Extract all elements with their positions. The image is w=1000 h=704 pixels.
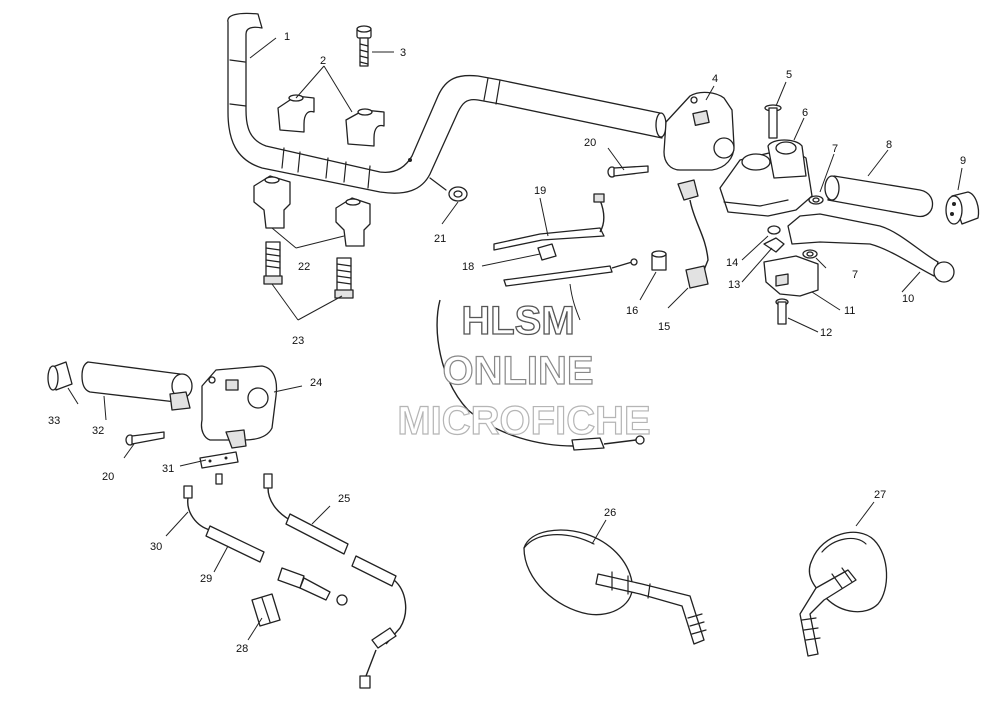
bracket-plate (199, 451, 239, 469)
callout-23: 23 (292, 335, 304, 347)
right-grip (824, 175, 934, 218)
pivot-pin (764, 104, 782, 139)
cable-bracket (537, 243, 557, 261)
housing-screw-right (607, 165, 649, 178)
clutch-cable (436, 258, 645, 451)
callout-27: 27 (874, 489, 886, 501)
left-bar-end (47, 361, 73, 391)
watermark-line-2: ONLINE (442, 349, 593, 393)
callout-21: 21 (434, 233, 446, 245)
risers (253, 175, 371, 247)
cable-adjuster (277, 555, 407, 689)
callout-5: 5 (786, 69, 792, 81)
callout-13: 13 (728, 279, 740, 291)
callout-20-upper: 20 (584, 137, 596, 149)
bar-end (945, 191, 980, 225)
callout-24: 24 (310, 377, 322, 389)
clamp-screw (775, 298, 789, 325)
left-grip (81, 361, 193, 411)
callout-10: 10 (902, 293, 914, 305)
callout-3: 3 (400, 47, 406, 59)
upper-clamps (277, 94, 385, 147)
brake-lever (787, 213, 955, 283)
callout-22: 22 (298, 261, 310, 273)
callout-14: 14 (726, 257, 738, 269)
callout-11: 11 (844, 305, 855, 317)
perch-clamp (763, 255, 819, 297)
leader-lines (67, 37, 963, 641)
clamp-bolt-top (356, 25, 372, 67)
callout-8: 8 (886, 139, 892, 151)
callout-15: 15 (658, 321, 670, 333)
right-switch-housing (663, 91, 735, 171)
callout-16: 16 (626, 305, 638, 317)
watermark-line-1: HLSM (461, 299, 574, 343)
housing-screw-left (125, 431, 165, 446)
callout-30: 30 (150, 541, 162, 553)
brake-switch (677, 179, 709, 289)
watermark-line-3: MICROFICHE (397, 399, 650, 443)
cable-sleeve (251, 593, 281, 627)
callout-7-lower: 7 (852, 269, 858, 281)
mirror-right (799, 531, 888, 657)
callout-25: 25 (338, 493, 350, 505)
callout-2: 2 (320, 55, 326, 67)
callout-numbers: 1 2 3 4 5 6 7 8 9 7 10 11 12 13 14 15 16… (48, 31, 966, 655)
cable-clip (429, 177, 468, 202)
callout-1: 1 (284, 31, 290, 43)
callout-28: 28 (236, 643, 248, 655)
sleeve (651, 250, 667, 271)
callout-4: 4 (712, 73, 718, 85)
callout-18: 18 (462, 261, 474, 273)
callout-12: 12 (820, 327, 832, 339)
washers (802, 195, 824, 259)
idle-cable (263, 473, 349, 555)
callout-31: 31 (162, 463, 174, 475)
lever-perch (719, 139, 813, 217)
callout-19: 19 (534, 185, 546, 197)
watermark: HLSM ONLINE MICROFICHE (397, 298, 652, 443)
callout-6: 6 (802, 107, 808, 119)
callout-33: 33 (48, 415, 60, 427)
callout-32: 32 (92, 425, 104, 437)
mirror-left (523, 529, 707, 645)
callout-7-upper: 7 (832, 143, 838, 155)
left-switch-housing (200, 365, 278, 449)
handlebar (227, 12, 667, 194)
callout-26: 26 (604, 507, 616, 519)
throttle-cable-upper (493, 193, 605, 251)
riser-bolts (263, 241, 354, 299)
callout-9: 9 (960, 155, 966, 167)
throttle-cable-lower (183, 473, 265, 563)
callout-29: 29 (200, 573, 212, 585)
callout-20-lower: 20 (102, 471, 114, 483)
lever-hardware (763, 225, 785, 253)
